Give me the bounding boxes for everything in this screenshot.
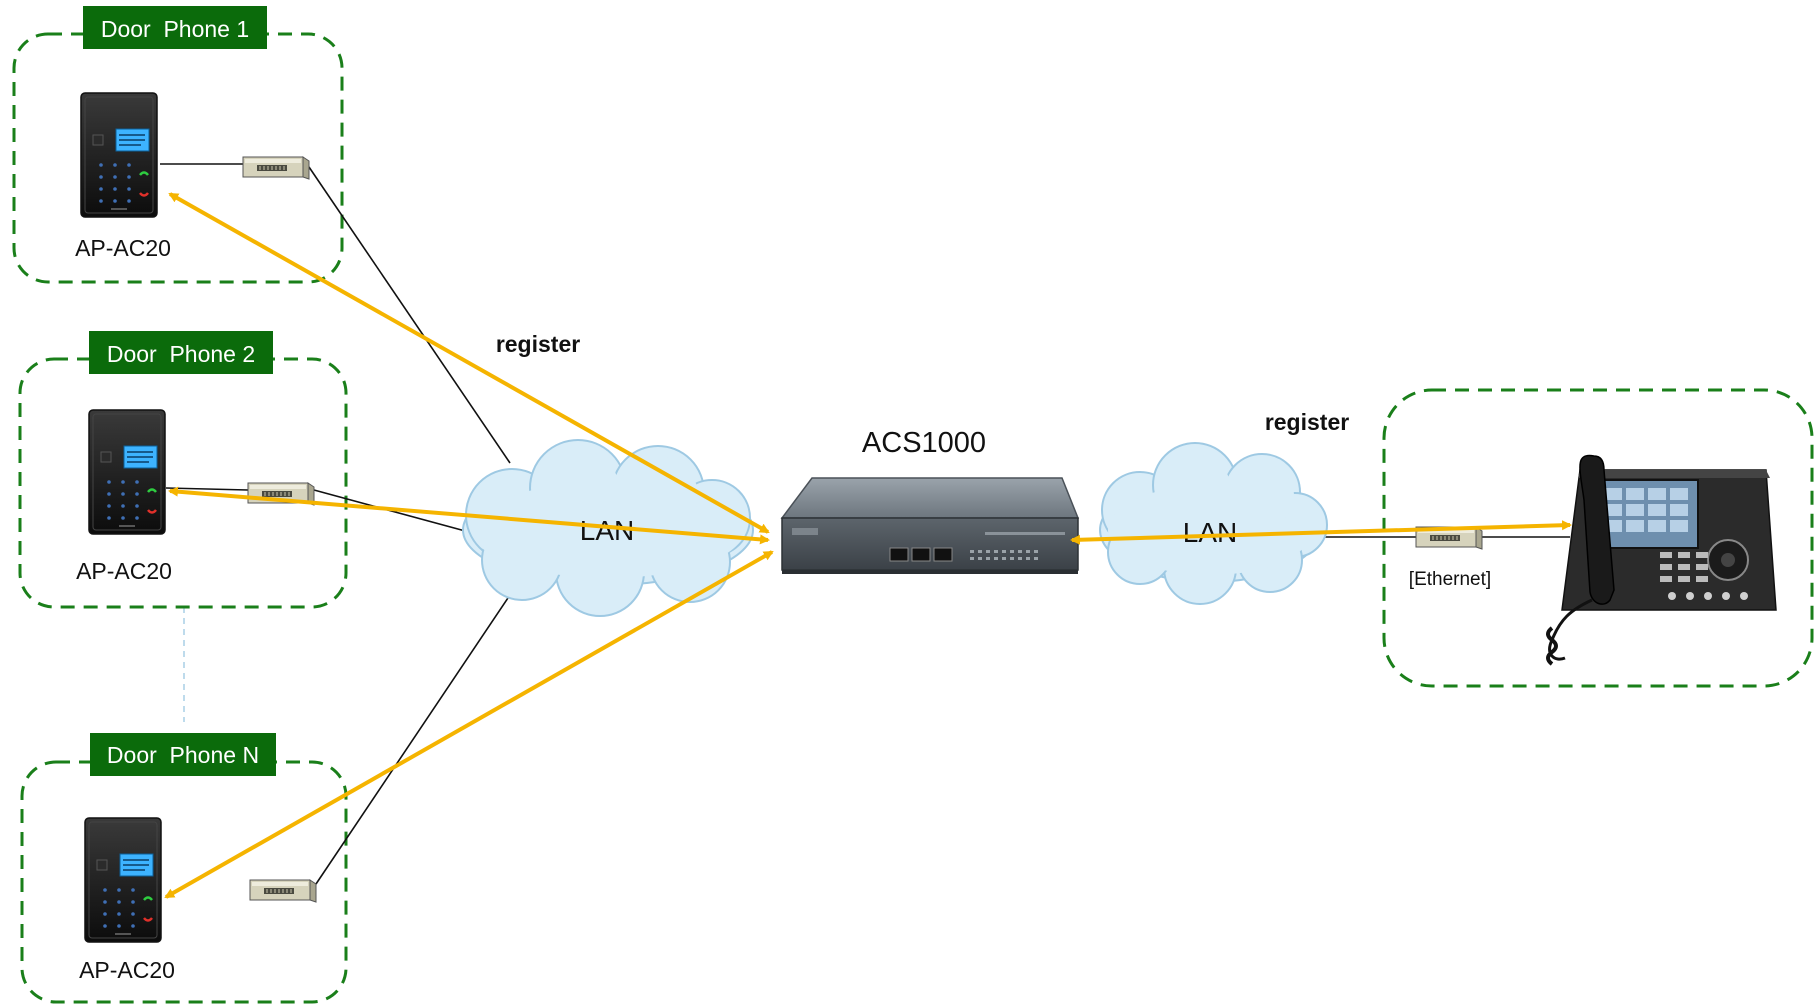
door-phone-2-device-icon bbox=[87, 408, 167, 536]
door-phone-1-title-box bbox=[83, 6, 267, 49]
door-phone-2-device-label: AP-AC20 bbox=[76, 558, 172, 584]
acs1000-switch-icon bbox=[780, 477, 1080, 574]
dpn-ethernet-connector-icon bbox=[249, 879, 317, 903]
register-right-label: register bbox=[1265, 409, 1349, 435]
register-arrow-door-phone-n bbox=[164, 550, 774, 899]
door-phone-n-device-label: AP-AC20 bbox=[79, 957, 175, 983]
door-phone-1-title: Door Phone 1 bbox=[101, 16, 249, 42]
dp1-ethernet-connector-icon bbox=[242, 156, 310, 180]
register-left-label: register bbox=[496, 331, 580, 357]
ip-phone-group-box bbox=[1382, 388, 1814, 688]
cable-dp1-connector-to-lan bbox=[308, 166, 511, 464]
register-arrow-door-phone-1 bbox=[168, 192, 770, 534]
ethernet-label: [Ethernet] bbox=[1409, 569, 1491, 590]
register-arrow-door-phone-2 bbox=[168, 486, 770, 545]
door-phone-1-device-label: AP-AC20 bbox=[75, 235, 171, 261]
left-lan-label: LAN bbox=[580, 515, 634, 546]
cable-dpn-connector-to-lan bbox=[315, 579, 521, 885]
door-phone-2-title: Door Phone 2 bbox=[107, 341, 255, 367]
door-phone-1-device-icon bbox=[79, 91, 159, 219]
acs1000-label: ACS1000 bbox=[862, 427, 986, 459]
register-arrow-ip-phone bbox=[1070, 520, 1572, 545]
right-lan-label: LAN bbox=[1183, 517, 1237, 548]
door-phone-n-device-icon bbox=[83, 816, 163, 944]
ip-phone-icon bbox=[1546, 454, 1777, 666]
door-phone-n-title: Door Phone N bbox=[107, 742, 259, 768]
